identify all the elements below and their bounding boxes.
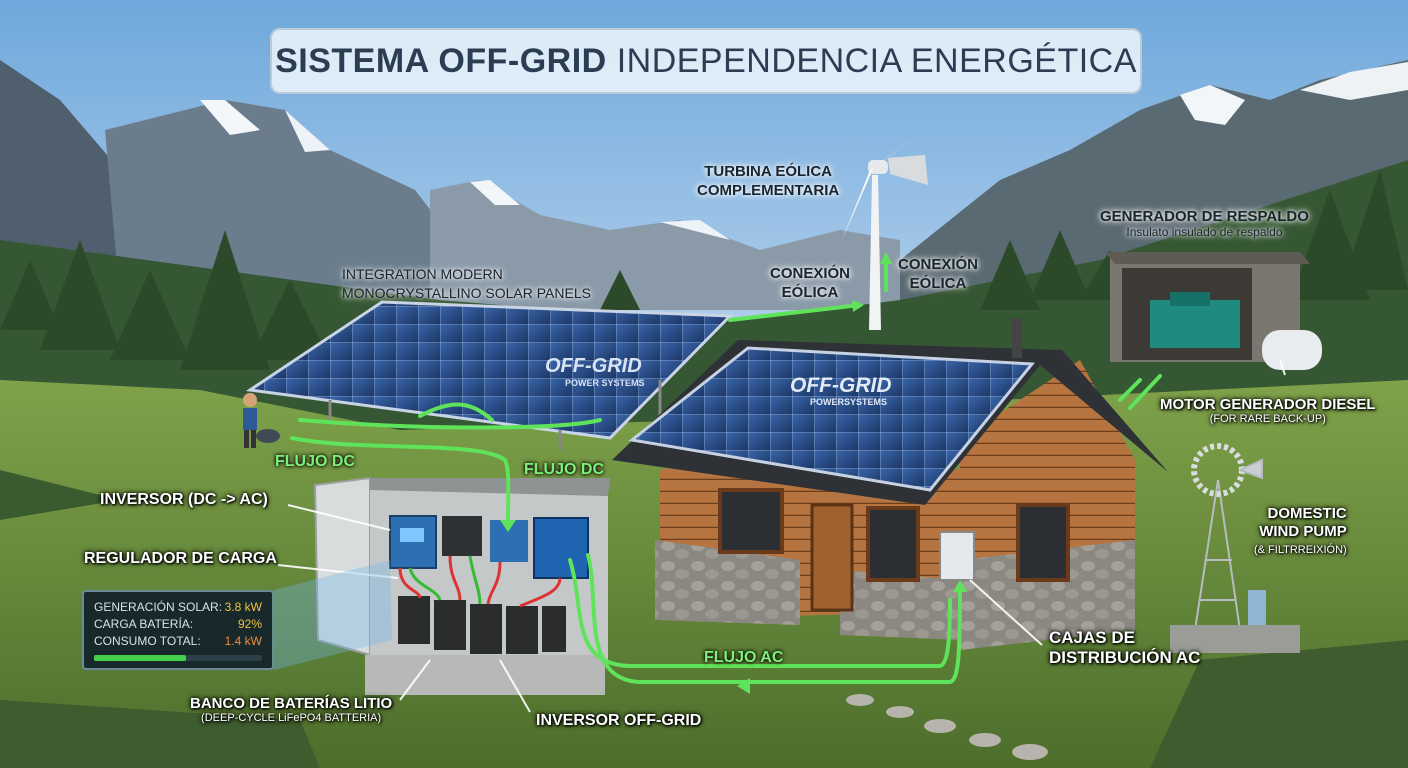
wind-connection-left-label: CONEXIÓN EÓLICA: [770, 264, 850, 302]
flow-arrowheads: [500, 252, 967, 694]
energy-flow-lines: [290, 260, 1162, 684]
flow-dc-right-label: FLUJO DC: [524, 461, 604, 478]
panel-brand-2-line2: POWERSYSTEMS: [810, 397, 887, 407]
panel-brand-1-line1: OFF-GRID: [545, 355, 642, 377]
wind-pump-line1: DOMESTIC: [1267, 505, 1347, 522]
wind-connection-left-line1: CONEXIÓN: [770, 265, 851, 282]
stats-row-consumption: CONSUMO TOTAL: 1.4 kW: [94, 634, 262, 651]
wind-pump-label: DOMESTIC WIND PUMP (& FILTRREIXIÓN): [1254, 505, 1347, 559]
battery-cabinet: [313, 476, 610, 695]
ac-boxes-line1: CAJAS DE: [1049, 628, 1135, 647]
diesel-motor-title: MOTOR GENERADOR DIESEL: [1160, 396, 1376, 413]
worker: [243, 393, 280, 448]
backup-generator-title: GENERADOR DE RESPALDO: [1100, 208, 1309, 225]
wind-turbine: [830, 115, 928, 330]
ac-boxes-label: CAJAS DE DISTRIBUCIÓN AC: [1049, 628, 1200, 668]
stats-row-solar: GENERACIÓN SOLAR: 3.8 kW: [94, 600, 262, 617]
wind-pump-subtitle: (& FILTRREIXIÓN): [1254, 544, 1347, 556]
wind-connection-left-line2: EÓLICA: [781, 284, 839, 301]
cabin: OFF-GRID POWERSYSTEMS: [612, 318, 1168, 650]
title-rest: INDEPENDENCIA ENERGÉTICA: [616, 41, 1137, 80]
panel-brand-1-line2: POWER SYSTEMS: [565, 378, 645, 388]
stats-key-battery: CARGA BATERÍA:: [94, 617, 194, 631]
backup-generator-label: GENERADOR DE RESPALDO Insulato insulado …: [1100, 208, 1309, 239]
stats-value-battery: 92%: [237, 617, 262, 631]
stats-progress-fill: [94, 655, 187, 661]
stats-key-solar: GENERACIÓN SOLAR:: [94, 600, 223, 614]
diesel-motor-subtitle: (FOR RARE BACK-UP): [1209, 413, 1326, 425]
flow-ac-label: FLUJO AC: [704, 649, 784, 666]
battery-bank-subtitle: (DEEP-CYCLE LiFePO4 BATTERIA): [201, 712, 382, 724]
ground-solar-array: OFF-GRID POWER SYSTEMS: [245, 300, 734, 450]
wind-turbine-label-line1: TURBINA EÓLICA: [704, 163, 832, 180]
leader-lines: [277, 359, 1286, 713]
wind-pump-line2: WIND PUMP: [1259, 523, 1347, 540]
wind-turbine-label-line2: COMPLEMENTARIA: [697, 182, 840, 199]
stats-connector: [274, 560, 392, 670]
inverter-label: INVERSOR (DC -> AC): [100, 491, 268, 508]
title-bold: SISTEMA OFF-GRID: [275, 41, 607, 80]
battery-bank-title: BANCO DE BATERÍAS LITIO: [190, 695, 393, 712]
diesel-motor-label: MOTOR GENERADOR DIESEL (FOR RARE BACK-UP…: [1160, 396, 1376, 425]
panel-brand-2-line1: OFF-GRID: [790, 374, 891, 397]
wind-pump: [1191, 443, 1263, 631]
wind-connection-right-line2: EÓLICA: [909, 275, 967, 292]
flow-dc-left-label: FLUJO DC: [275, 453, 355, 470]
battery-bank-label: BANCO DE BATERÍAS LITIO (DEEP-CYCLE LiFe…: [190, 695, 392, 724]
wind-turbine-label: TURBINA EÓLICA COMPLEMENTARIA: [697, 162, 839, 200]
wind-connection-right-line1: CONEXIÓN: [898, 256, 979, 273]
ac-boxes-line2: DISTRIBUCIÓN AC: [1049, 648, 1201, 667]
stats-key-consumption: CONSUMO TOTAL:: [94, 634, 201, 648]
solar-panels-label-line1: INTEGRATION MODERN: [342, 266, 503, 282]
stats-row-battery: CARGA BATERÍA: 92%: [94, 617, 262, 634]
stats-progress-bar: [94, 655, 262, 661]
charge-regulator-label: REGULADOR DE CARGA: [84, 550, 277, 567]
solar-panels-label: INTEGRATION MODERN MONOCRYSTALLINO SOLAR…: [342, 265, 591, 303]
stats-panel: GENERACIÓN SOLAR: 3.8 kW CARGA BATERÍA: …: [82, 590, 274, 670]
solar-panels-label-line2: MONOCRYSTALLINO SOLAR PANELS: [342, 285, 591, 301]
stats-value-solar: 3.8 kW: [224, 600, 262, 614]
stats-value-consumption: 1.4 kW: [224, 634, 262, 648]
generator-shed: [1105, 252, 1322, 370]
wind-connection-right-label: CONEXIÓN EÓLICA: [898, 255, 978, 293]
offgrid-inverter-label: INVERSOR OFF-GRID: [536, 712, 702, 729]
backup-generator-subtitle: Insulato insulado de respaldo: [1126, 225, 1283, 239]
page-title: SISTEMA OFF-GRID INDEPENDENCIA ENERGÉTIC…: [270, 28, 1142, 94]
path-stones: [846, 694, 1048, 760]
